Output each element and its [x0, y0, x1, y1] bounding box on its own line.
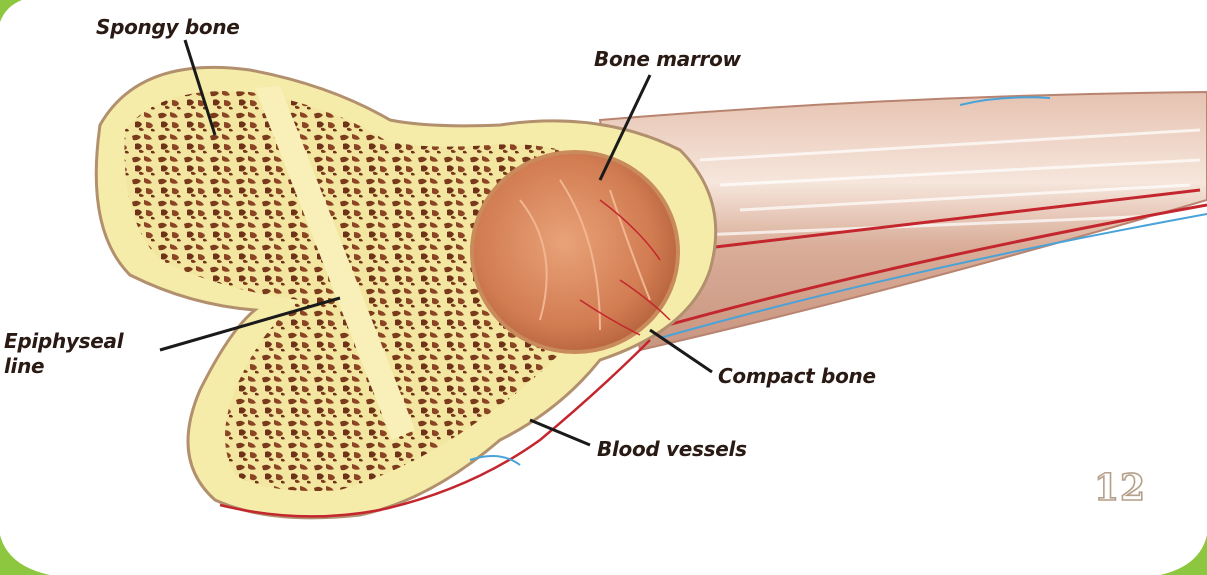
epiphyseal-line-label-cont: line — [4, 354, 44, 378]
bone-marrow-cavity — [472, 152, 678, 352]
blood-vessels-label: Blood vessels — [597, 437, 747, 461]
spongy-bone-label: Spongy bone — [96, 15, 240, 39]
slide-number: 12 — [1094, 468, 1146, 508]
bone-marrow-label: Bone marrow — [594, 47, 741, 71]
epiphyseal-line-label: Epiphyseal — [4, 329, 123, 353]
compact-bone-label: Compact bone — [718, 364, 876, 388]
